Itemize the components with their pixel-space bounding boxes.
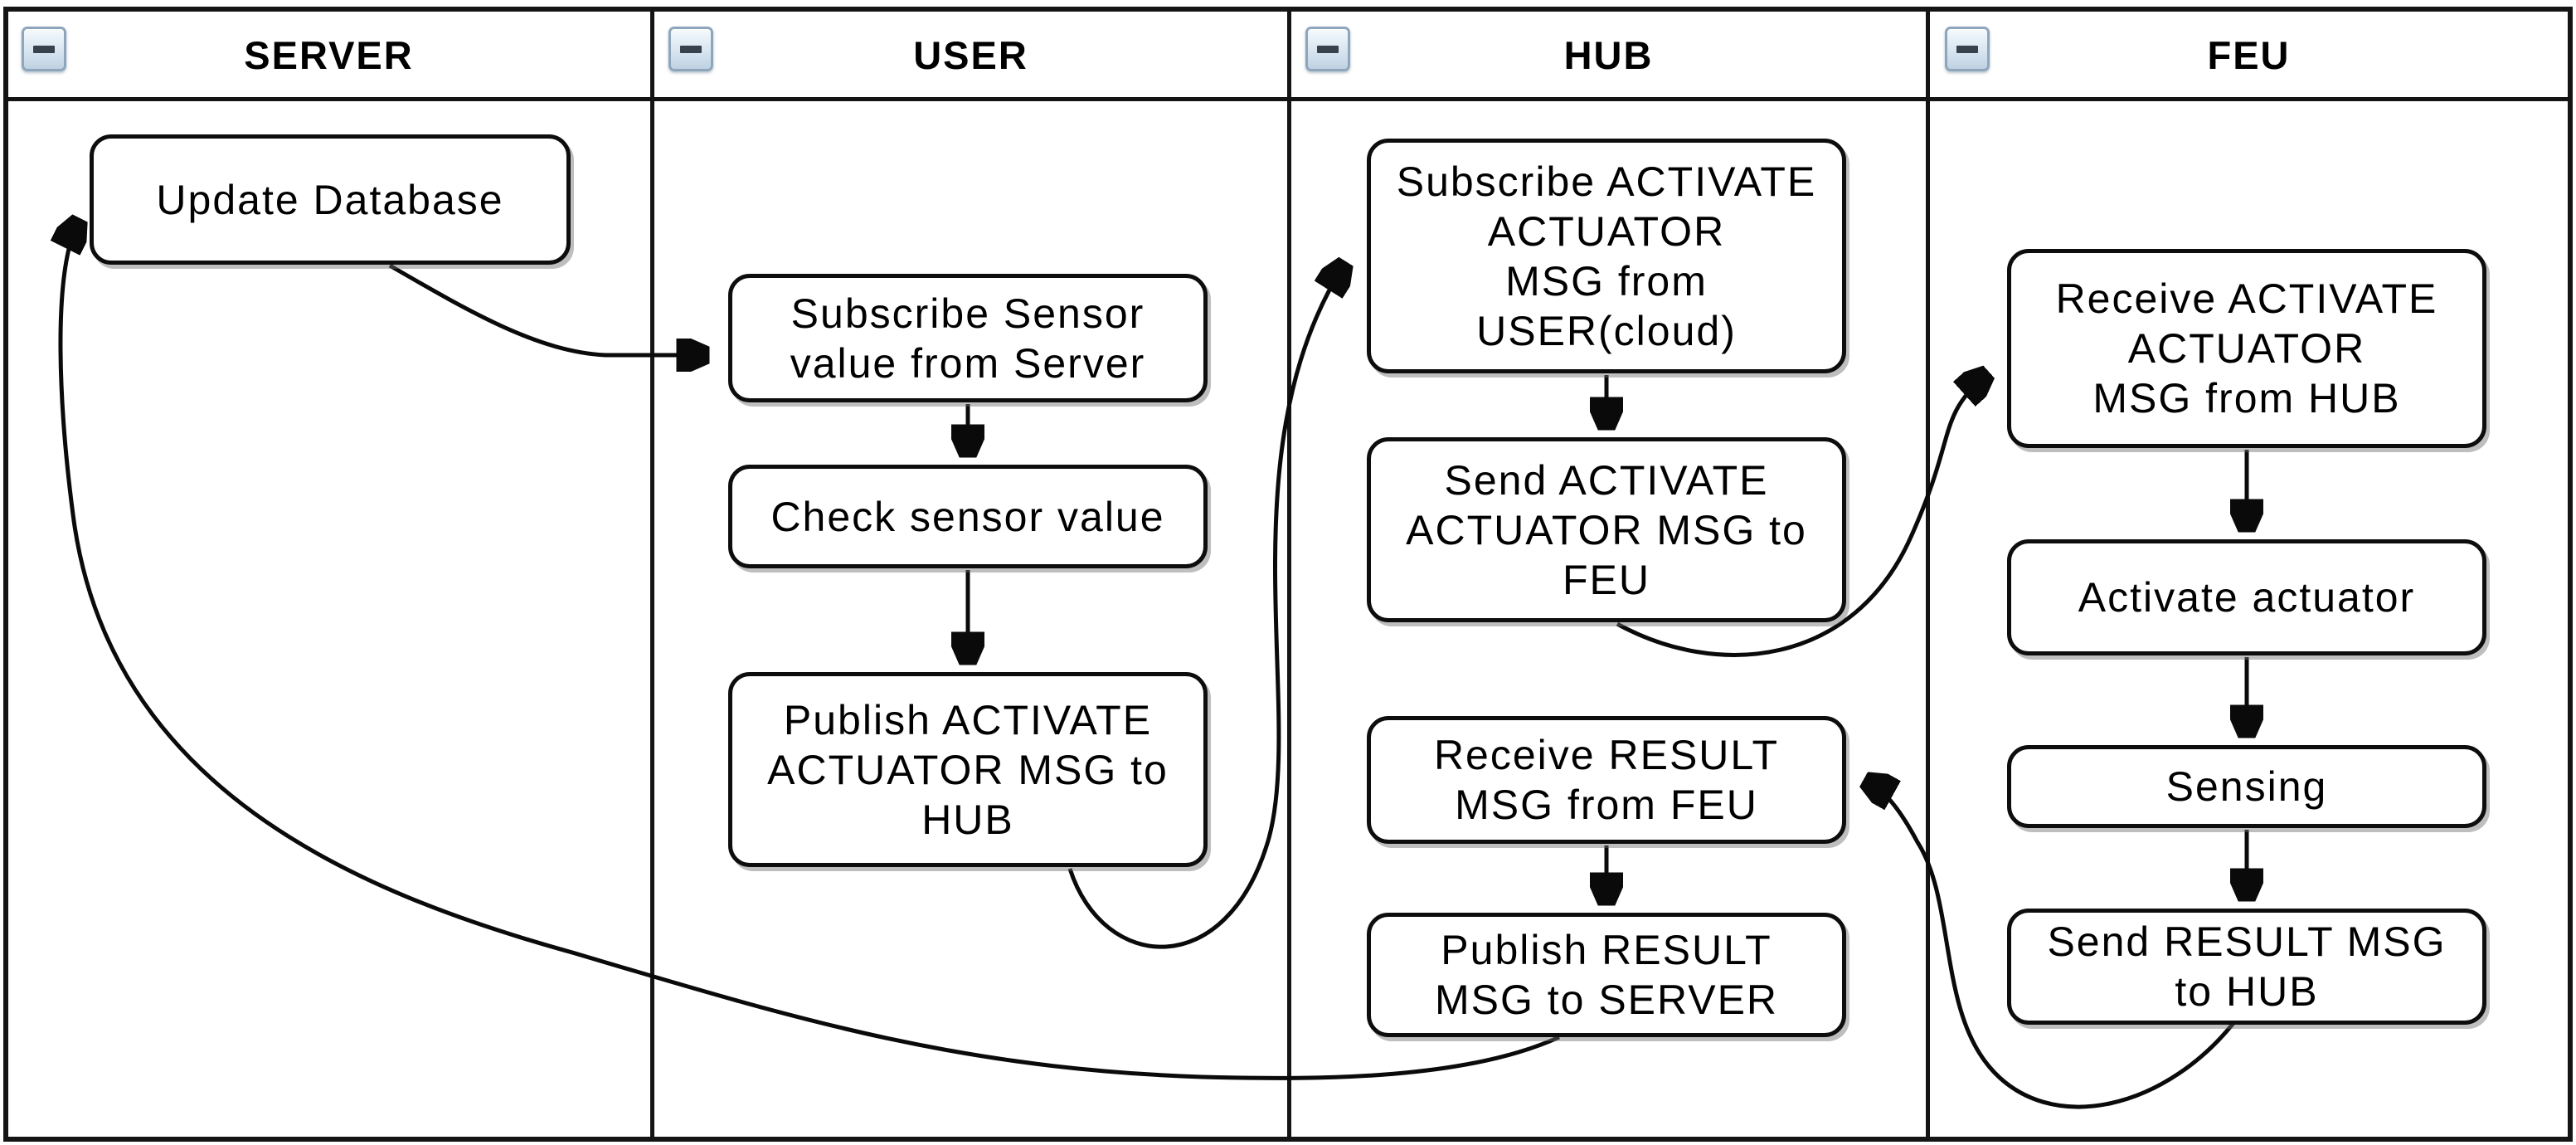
connector-send-result-to-receive-result bbox=[1868, 782, 2242, 1109]
lane-title-feu: FEU bbox=[2207, 32, 2291, 77]
node-subscribe-sensor[interactable]: Subscribe Sensor value from Server bbox=[728, 274, 1208, 402]
lane-header-user: USER bbox=[654, 12, 1287, 98]
node-check-sensor[interactable]: Check sensor value bbox=[728, 465, 1208, 568]
node-receive-activate[interactable]: Receive ACTIVATE ACTUATOR MSG from HUB bbox=[2007, 249, 2486, 448]
collapse-lane-hub-button[interactable] bbox=[1305, 27, 1350, 71]
minus-icon bbox=[1956, 45, 1978, 53]
lane-title-user: USER bbox=[913, 32, 1028, 77]
collapse-lane-feu-button[interactable] bbox=[1945, 27, 1990, 71]
node-publish-result[interactable]: Publish RESULT MSG to SERVER bbox=[1367, 913, 1846, 1037]
node-publish-activate[interactable]: Publish ACTIVATE ACTUATOR MSG to HUB bbox=[728, 672, 1208, 867]
minus-icon bbox=[680, 45, 702, 53]
connector-update-to-subscribe-sensor bbox=[388, 263, 705, 355]
node-activate-actuator[interactable]: Activate actuator bbox=[2007, 539, 2486, 655]
lane-title-server: SERVER bbox=[244, 32, 414, 77]
node-sensing[interactable]: Sensing bbox=[2007, 745, 2486, 828]
node-send-result[interactable]: Send RESULT MSG to HUB bbox=[2007, 909, 2486, 1025]
lane-title-hub: HUB bbox=[1563, 32, 1654, 77]
node-send-activate[interactable]: Send ACTIVATE ACTUATOR MSG to FEU bbox=[1367, 437, 1846, 622]
minus-icon bbox=[1317, 45, 1339, 53]
lane-divider-hub-feu bbox=[1926, 7, 1930, 1140]
node-subscribe-activate[interactable]: Subscribe ACTIVATE ACTUATOR MSG from USE… bbox=[1367, 139, 1846, 373]
collapse-lane-user-button[interactable] bbox=[668, 27, 713, 71]
node-receive-result[interactable]: Receive RESULT MSG from FEU bbox=[1367, 716, 1846, 844]
minus-icon bbox=[33, 45, 55, 53]
node-update-database[interactable]: Update Database bbox=[90, 134, 571, 265]
connector-publish-activate-to-subscribe-activate bbox=[1067, 266, 1344, 949]
connector-publish-result-to-update-database bbox=[61, 222, 1561, 1080]
lane-header-hub: HUB bbox=[1291, 12, 1926, 98]
lane-header-feu: FEU bbox=[1930, 12, 2568, 98]
lane-divider-user-hub bbox=[1287, 7, 1291, 1140]
lane-header-server: SERVER bbox=[7, 12, 650, 98]
connector-send-activate-to-receive-activate bbox=[1616, 375, 1985, 657]
lane-divider-server-user bbox=[650, 7, 654, 1140]
collapse-lane-server-button[interactable] bbox=[22, 27, 66, 71]
